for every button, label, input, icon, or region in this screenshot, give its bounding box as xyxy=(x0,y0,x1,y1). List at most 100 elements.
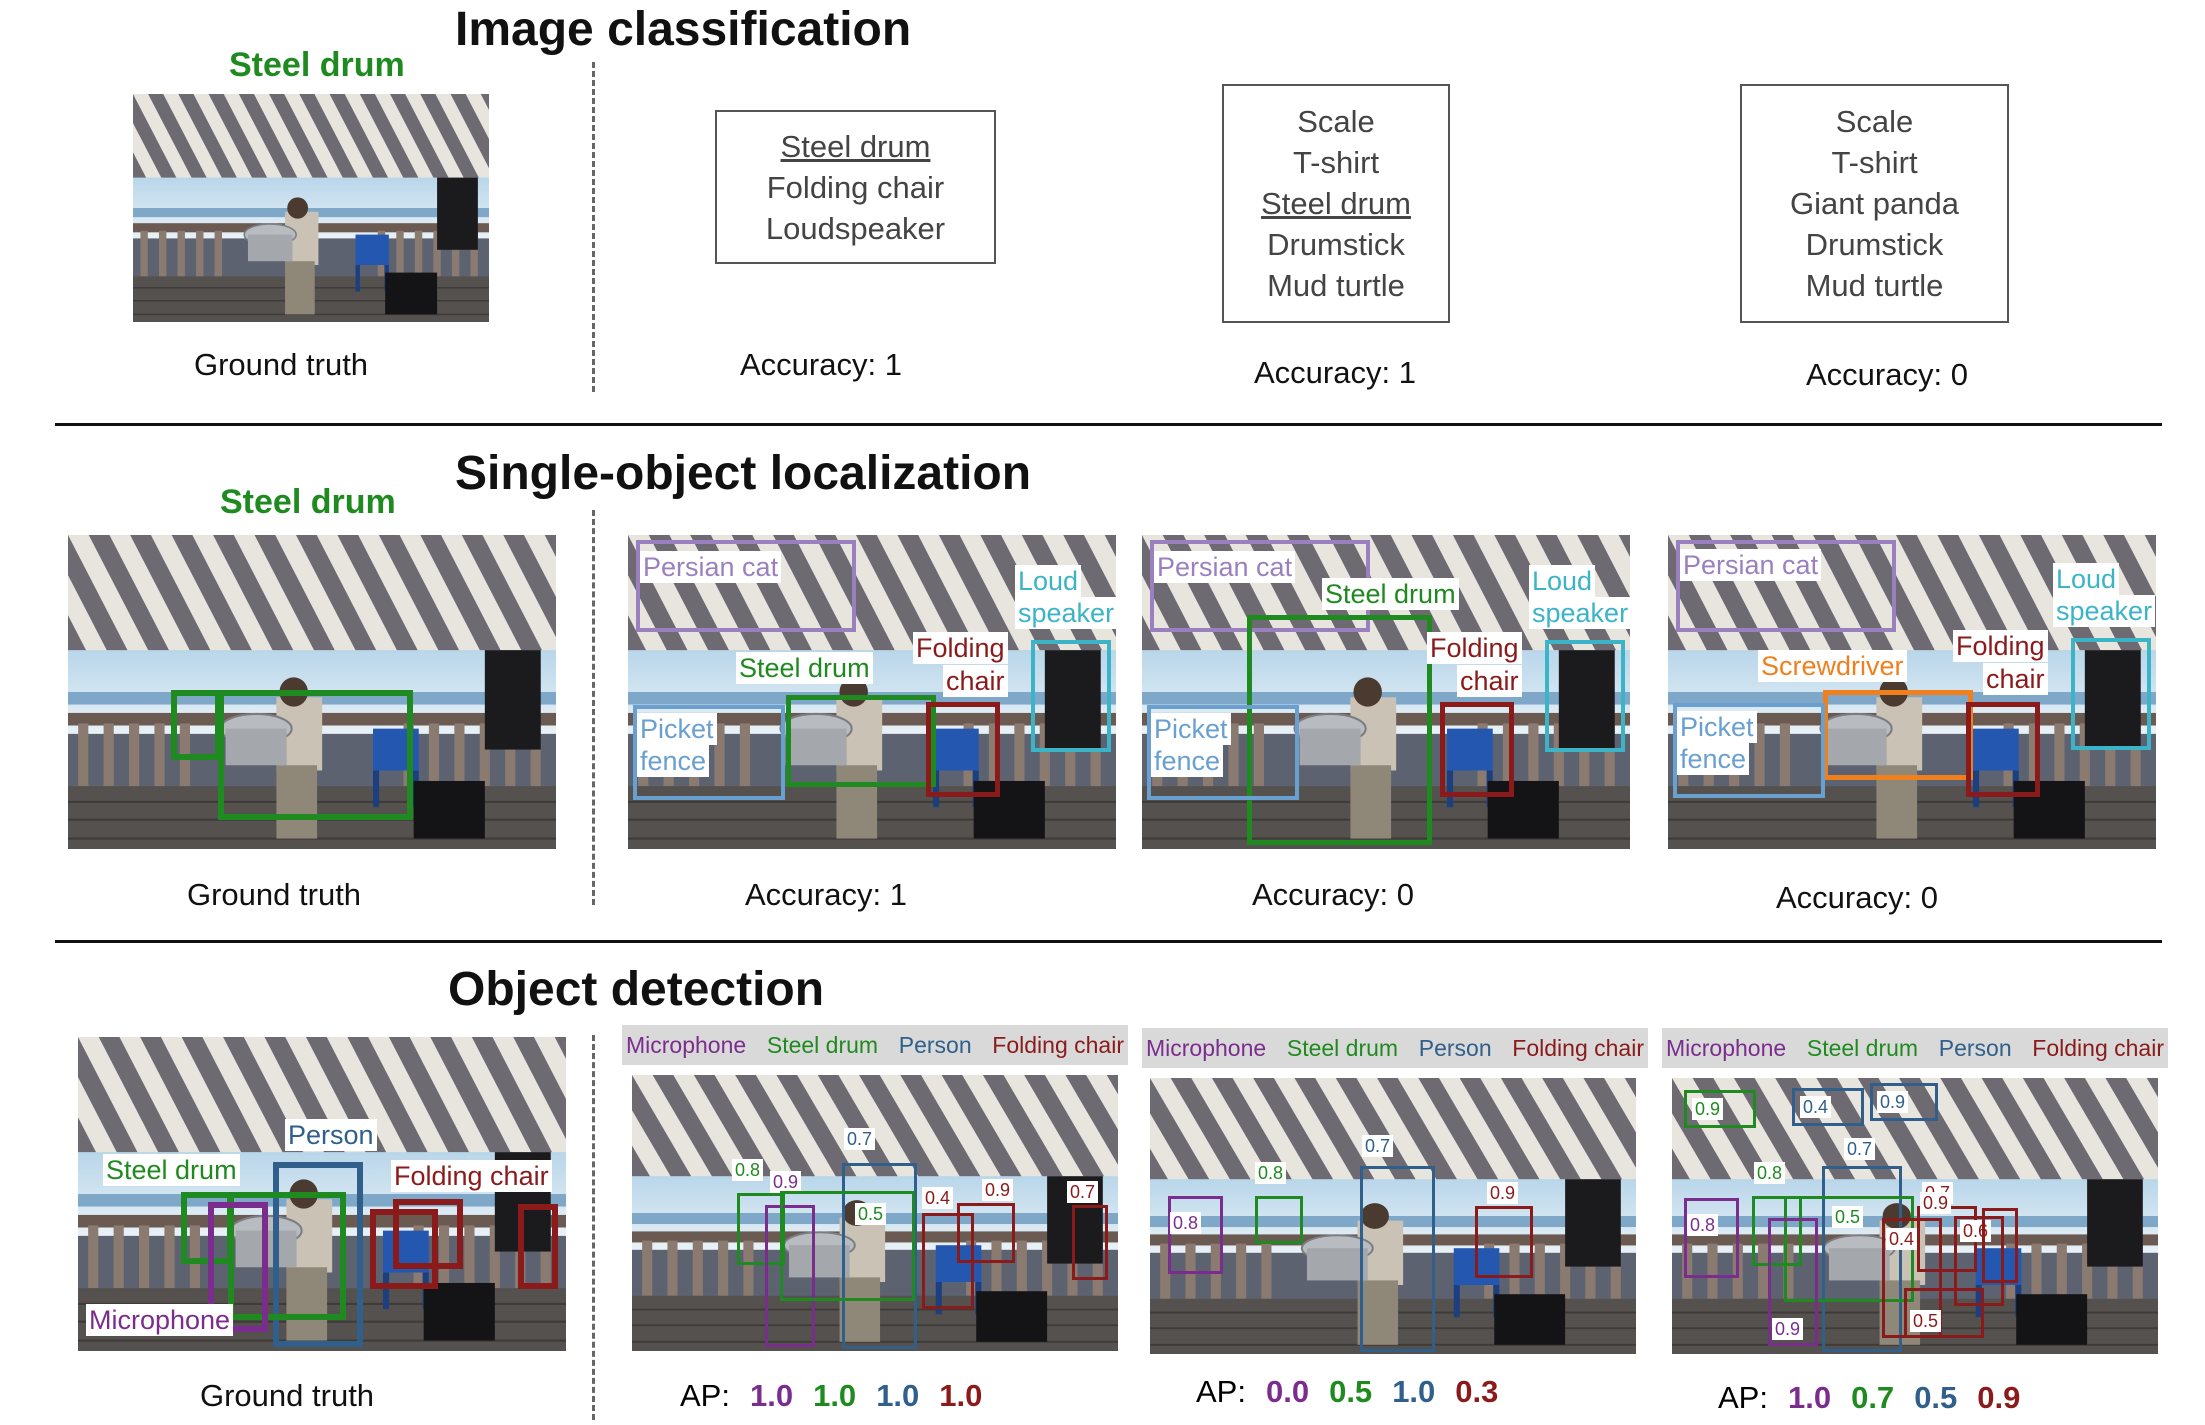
detection-title: Object detection xyxy=(448,963,825,1016)
persian-cat-label: Persian cat xyxy=(1154,551,1296,583)
steel-drum-box xyxy=(218,690,413,820)
steel-drum-box xyxy=(171,690,221,760)
legend-person: Person xyxy=(1938,1034,2012,1061)
ap-person: 1.0 xyxy=(876,1378,920,1413)
legend-steel-drum: Steel drum xyxy=(1286,1034,1399,1061)
steel-drum-label: Steel drum xyxy=(103,1154,240,1186)
localization-accuracy-3: Accuracy: 0 xyxy=(1776,880,1938,915)
folding-chair-score: 0.9 xyxy=(1920,1192,1952,1214)
classification-prediction-2: Scale T-shirt Steel drum Drumstick Mud t… xyxy=(1222,84,1450,323)
steel-drum-box xyxy=(780,1191,915,1301)
microphone-score: 0.8 xyxy=(1170,1212,1202,1234)
loudspeaker-label: Loud xyxy=(2053,563,2120,595)
ap-steel-drum: 0.5 xyxy=(1329,1374,1373,1409)
folding-chair-box xyxy=(393,1199,463,1269)
folding-chair-score: 0.5 xyxy=(1910,1310,1942,1332)
folding-chair-box xyxy=(1440,702,1514,797)
microphone-box xyxy=(1768,1218,1818,1346)
person-box xyxy=(1792,1088,1864,1126)
folding-chair-box xyxy=(1982,1208,2018,1283)
prediction-label: T-shirt xyxy=(1831,145,1918,180)
ap-person: 1.0 xyxy=(1392,1374,1436,1409)
detection-ap-1: AP: 1.0 1.0 1.0 1.0 xyxy=(680,1378,982,1414)
classification-accuracy-3: Accuracy: 0 xyxy=(1806,357,1968,392)
steel-drum-box xyxy=(1247,615,1432,845)
ap-microphone: 0.0 xyxy=(1265,1374,1310,1409)
localization-prediction-2: Persian cat Loud speaker Steel drum Fold… xyxy=(1142,535,1630,849)
steel-drum-label: Steel drum xyxy=(736,652,873,684)
prediction-label: Drumstick xyxy=(1805,227,1944,262)
detection-prediction-2: 0.7 0.8 0.8 0.9 xyxy=(1150,1078,1636,1354)
folding-chair-score: 0.9 xyxy=(982,1179,1014,1201)
folding-chair-box xyxy=(370,1209,438,1289)
detection-gt-caption: Ground truth xyxy=(200,1378,375,1413)
folding-chair-box xyxy=(1475,1206,1533,1278)
localization-gt-label: Steel drum xyxy=(220,483,396,521)
microphone-box xyxy=(208,1202,268,1332)
legend-microphone: Microphone xyxy=(1666,1034,1787,1061)
steel-drum-score: 0.9 xyxy=(1692,1098,1724,1120)
steel-drum-score: 0.8 xyxy=(1754,1162,1786,1184)
classification-accuracy-2: Accuracy: 1 xyxy=(1254,355,1416,390)
detection-legend-3: Microphone Steel drum Person Folding cha… xyxy=(1662,1028,2168,1068)
folding-chair-label: Folding chair xyxy=(391,1160,552,1192)
person-box xyxy=(1822,1166,1902,1352)
prediction-label: Steel drum xyxy=(1261,186,1411,221)
person-box xyxy=(842,1163,917,1349)
classification-prediction-3: Scale T-shirt Giant panda Drumstick Mud … xyxy=(1740,84,2009,323)
classification-title: Image classification xyxy=(455,3,912,56)
folding-chair-label: chair xyxy=(1457,665,1522,697)
ap-steel-drum: 1.0 xyxy=(813,1378,857,1413)
picket-fence-label: fence xyxy=(1677,743,1750,775)
microphone-score: 0.9 xyxy=(770,1171,802,1193)
classification-gt-caption: Ground truth xyxy=(194,347,369,382)
loudspeaker-label: speaker xyxy=(2053,595,2156,627)
loudspeaker-label: Loud xyxy=(1529,565,1596,597)
person-box xyxy=(1870,1083,1938,1121)
detection-prediction-3: 0.9 0.4 0.9 0.7 0.8 0.8 0.5 0.9 0.7 0.4 … xyxy=(1672,1078,2158,1354)
steel-drum-box xyxy=(1684,1090,1756,1128)
picket-fence-box xyxy=(1673,703,1825,798)
folding-chair-box xyxy=(957,1203,1015,1263)
detection-legend-2: Microphone Steel drum Person Folding cha… xyxy=(1142,1028,1648,1068)
persian-cat-box xyxy=(636,540,856,632)
microphone-score: 0.9 xyxy=(1772,1318,1804,1340)
localization-prediction-1: Persian cat Loud speaker Steel drum Fold… xyxy=(628,535,1116,849)
prediction-label: Steel drum xyxy=(780,128,931,164)
microphone-box xyxy=(1684,1198,1739,1278)
loudspeaker-box xyxy=(1031,640,1111,752)
ap-folding-chair: 1.0 xyxy=(939,1378,983,1413)
steel-drum-box xyxy=(1255,1196,1303,1244)
localization-accuracy-2: Accuracy: 0 xyxy=(1252,877,1414,912)
microphone-box xyxy=(765,1205,815,1347)
steel-drum-label: Steel drum xyxy=(1322,578,1459,610)
folding-chair-score: 0.7 xyxy=(1067,1181,1099,1203)
folding-chair-label: chair xyxy=(1983,663,2048,695)
steel-drum-score: 0.5 xyxy=(855,1203,887,1225)
microphone-score: 0.8 xyxy=(1687,1214,1719,1236)
person-score: 0.7 xyxy=(1844,1138,1876,1160)
persian-cat-box xyxy=(1676,540,1896,632)
steel-drum-score: 0.5 xyxy=(1832,1206,1864,1228)
picket-fence-label: fence xyxy=(637,745,710,777)
detection-legend-1: Microphone Steel drum Person Folding cha… xyxy=(622,1025,1128,1065)
ap-folding-chair: 0.3 xyxy=(1455,1374,1499,1409)
person-score: 0.7 xyxy=(1362,1135,1394,1157)
detection-ap-2: AP: 0.0 0.5 1.0 0.3 xyxy=(1196,1374,1498,1410)
prediction-label: Folding chair xyxy=(766,169,945,205)
steel-drum-box xyxy=(737,1193,785,1265)
legend-microphone: Microphone xyxy=(626,1031,747,1058)
ap-label: AP: xyxy=(1196,1374,1246,1409)
legend-steel-drum: Steel drum xyxy=(766,1031,879,1058)
picket-fence-label: Picket xyxy=(1151,713,1231,745)
ap-label: AP: xyxy=(1718,1380,1768,1415)
persian-cat-label: Persian cat xyxy=(1680,549,1822,581)
screwdriver-box xyxy=(1823,690,1973,780)
folding-chair-box xyxy=(1904,1288,1984,1338)
picket-fence-label: Picket xyxy=(1677,711,1757,743)
localization-divider xyxy=(592,510,595,905)
steel-drum-score: 0.8 xyxy=(732,1159,764,1181)
classification-divider xyxy=(592,62,595,392)
ap-person: 0.5 xyxy=(1914,1380,1958,1415)
steel-drum-box xyxy=(1752,1196,1802,1266)
